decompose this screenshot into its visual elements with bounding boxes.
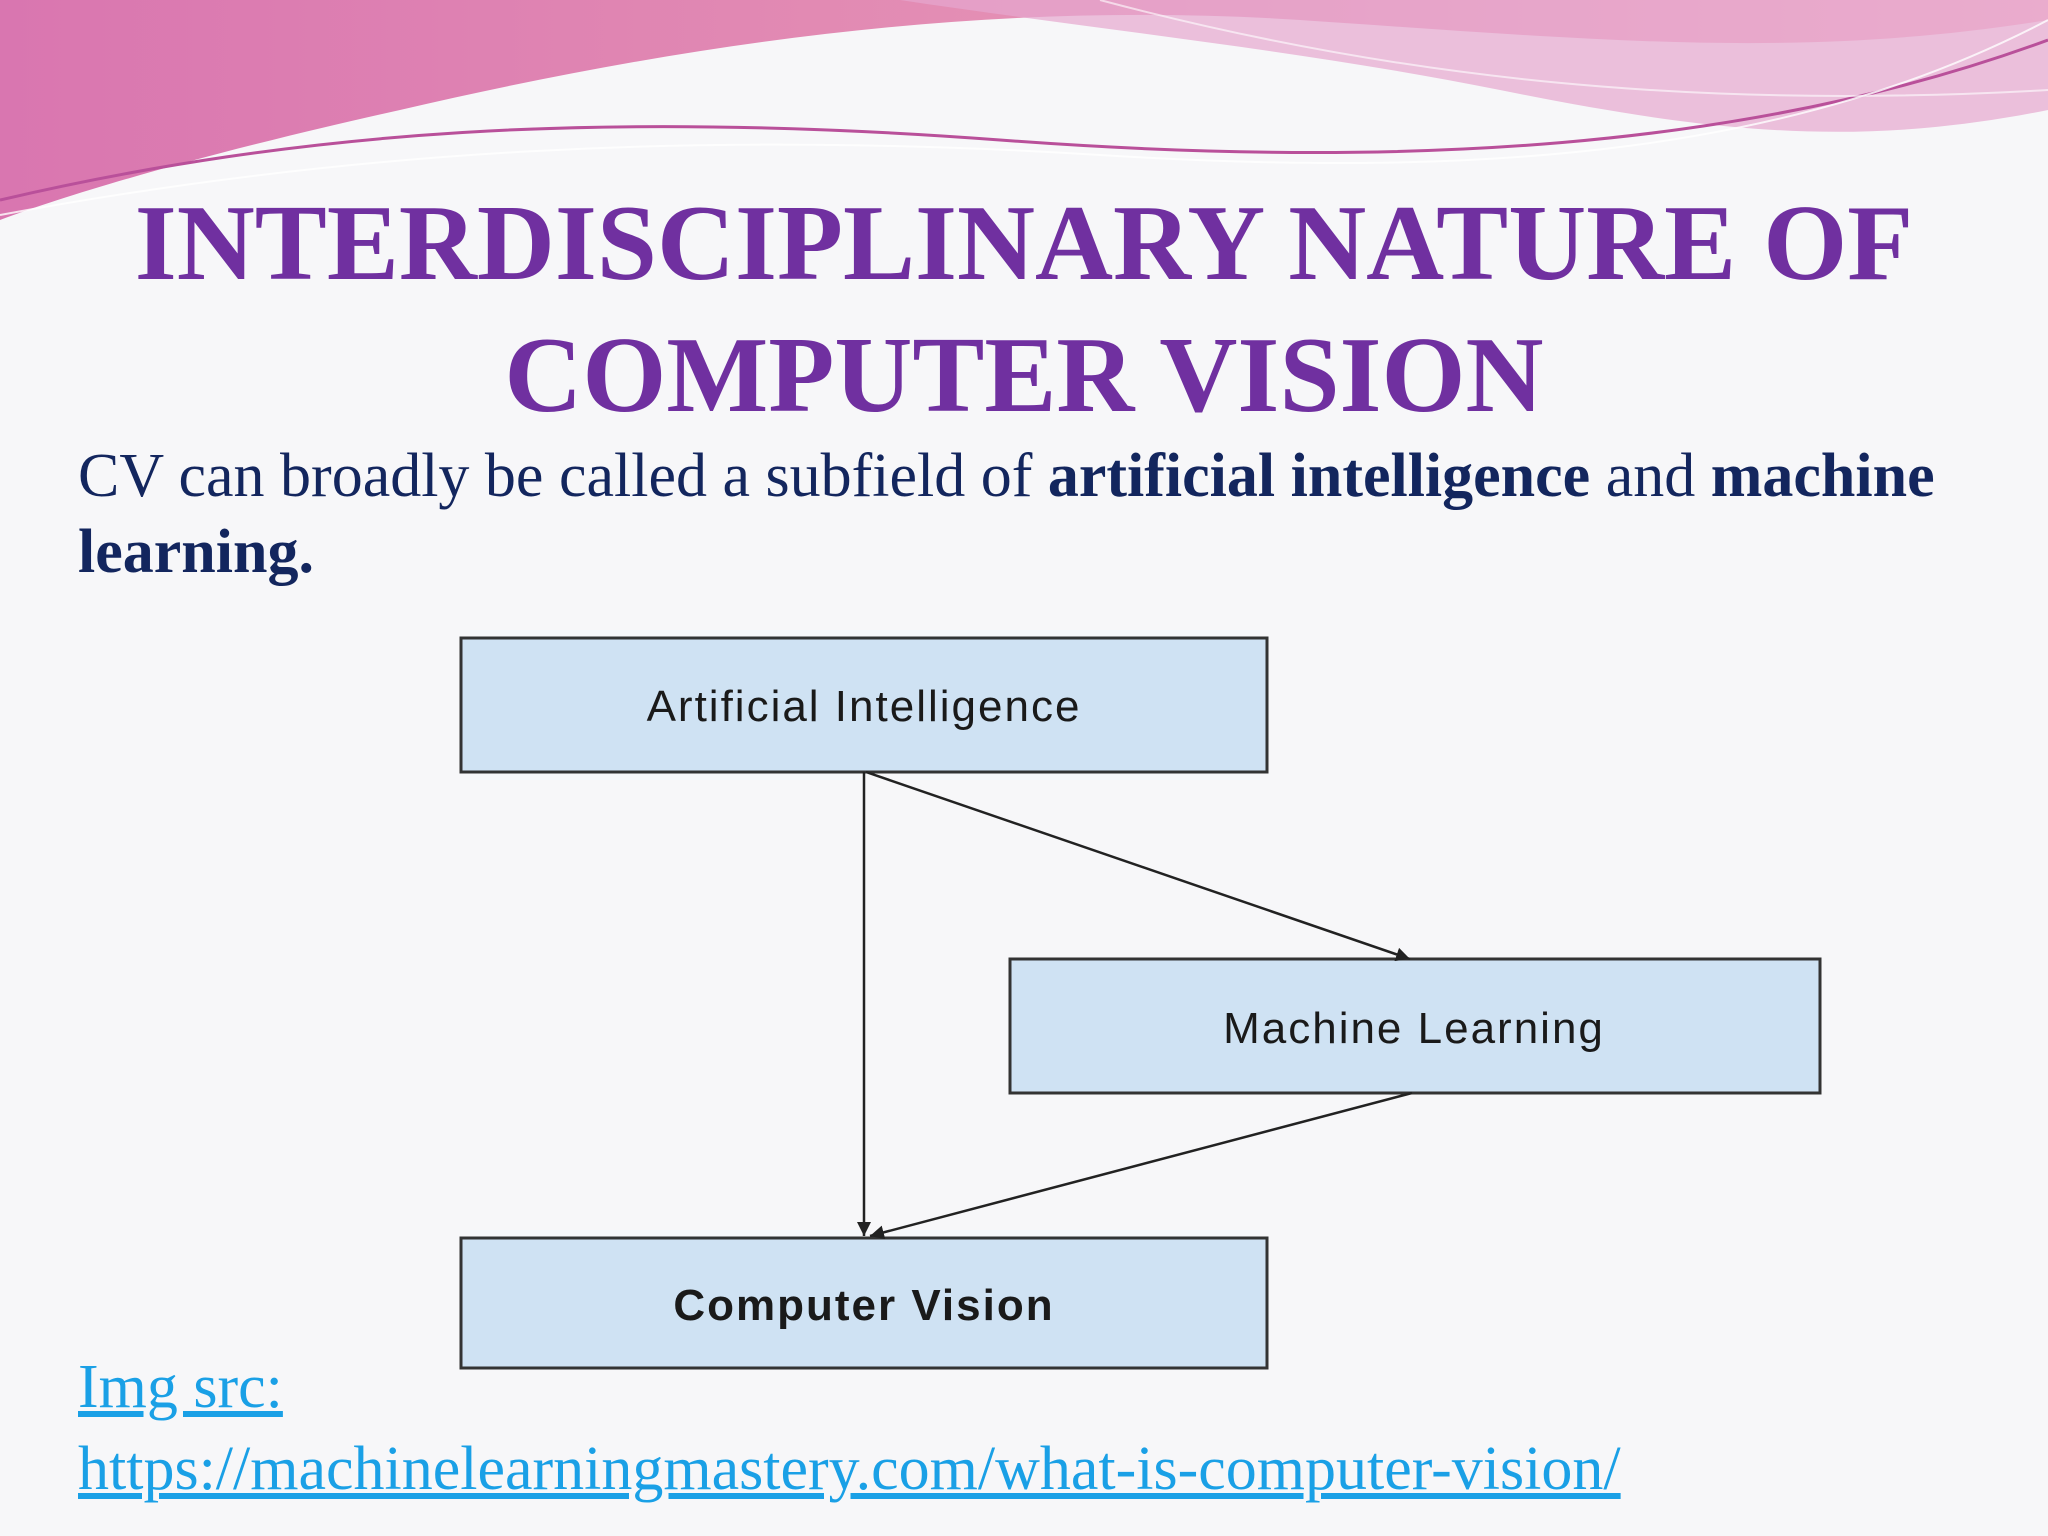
node-machine-learning: Machine Learning: [1008, 957, 1822, 1095]
node-label-cv: Computer Vision: [673, 1281, 1054, 1330]
node-box: [1008, 957, 1822, 1095]
node-box: [459, 1236, 1269, 1370]
node-label-ai: Artificial Intelligence: [647, 682, 1082, 731]
node-artificial-intelligence: Artificial Intelligence: [459, 636, 1269, 774]
slide-body-text: CV can broadly be called a subfield of a…: [78, 438, 1978, 590]
decorative-wave-banner: [0, 0, 2048, 220]
image-source-label-link[interactable]: Img src:: [78, 1353, 283, 1421]
slide-title: INTERDISCIPLINARY NATURE OF COMPUTER VIS…: [134, 184, 1914, 435]
edge-ml-to-cv: [869, 1091, 1413, 1240]
body-text-part-2: and: [1590, 442, 1711, 510]
node-label-ml: Machine Learning: [1223, 1004, 1605, 1053]
body-text-part-1: CV can broadly be called a subfield of: [78, 442, 1048, 510]
image-source-caption: Img src: https://machinelearningmastery.…: [78, 1346, 1621, 1510]
node-computer-vision: Computer Vision: [459, 1236, 1269, 1370]
edge-ai-to-ml: [865, 770, 1411, 962]
body-text-bold-ml: machine learning.: [78, 442, 1935, 586]
node-box: [459, 636, 1269, 774]
body-text-bold-ai: artificial intelligence: [1047, 442, 1591, 510]
image-source-url-link[interactable]: https://machinelearningmastery.com/what-…: [78, 1435, 1621, 1503]
